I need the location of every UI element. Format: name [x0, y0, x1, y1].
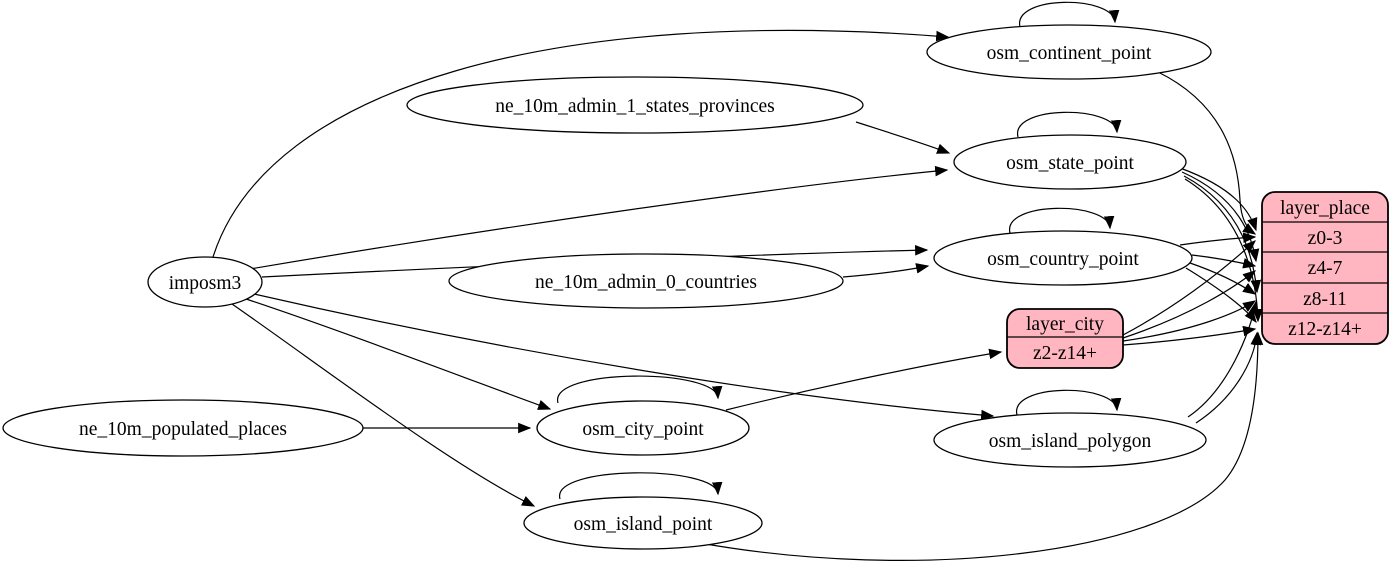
- node-imposm3: imposm3: [147, 256, 263, 308]
- edge-imposm3-to-osm-city-point: [242, 297, 552, 410]
- node-osm-city-point: osm_city_point: [536, 400, 750, 456]
- edge-imposm3-to-osm-island-point: [231, 303, 536, 507]
- osm-city-point-label: osm_city_point: [582, 419, 704, 440]
- osm-continent-point-label: osm_continent_point: [987, 43, 1152, 64]
- edge-imposm3-to-osm-state-point: [249, 165, 949, 270]
- edge-osm-state-point-to-layer-place-z0-3: [1179, 167, 1258, 232]
- ne-10m-populated-places-label: ne_10m_populated_places: [79, 419, 287, 440]
- self-loop-osm-island-point: [559, 472, 723, 500]
- osm-island-point-ellipse: [523, 496, 763, 550]
- layer-place-title: layer_place: [1280, 198, 1370, 219]
- edge-ne-10m-admin-1-states-provinces-to-osm-state-point: [855, 121, 951, 154]
- self-loop-osm-city-point: [557, 375, 723, 404]
- edge-layer-city-z2-z14-to-layer-place-z4-7: [1122, 270, 1257, 339]
- node-osm-island-polygon: osm_island_polygon: [933, 412, 1207, 468]
- edge-osm-country-point-to-layer-place-z0-3: [1179, 232, 1257, 246]
- ne-10m-admin-0-countries-label: ne_10m_admin_0_countries: [535, 272, 757, 293]
- node-ne-10m-populated-places: ne_10m_populated_places: [2, 399, 364, 457]
- self-loop-osm-country-point: [1009, 207, 1115, 234]
- edge-layer-city-z2-z14-to-layer-place-z8-11: [1122, 300, 1257, 342]
- edge-osm-country-point-to-layer-place-z12-z14: [1185, 267, 1257, 324]
- edge-osm-continent-point-to-layer-place-z0-3: [1157, 71, 1257, 235]
- edge-imposm3-to-osm-island-polygon: [253, 293, 995, 421]
- imposm3-label: imposm3: [169, 273, 242, 294]
- osm-city-point-ellipse: [536, 400, 750, 456]
- osm-island-point-label: osm_island_point: [574, 514, 713, 535]
- layer-place-row-z12-z14: z12-z14+: [1288, 319, 1362, 340]
- edge-imposm3-to-osm-continent-point: [212, 29, 950, 258]
- layer-city-title: layer_city: [1026, 314, 1104, 335]
- layer-place-row-z0-3: z0-3: [1308, 228, 1343, 249]
- node-osm-continent-point: osm_continent_point: [926, 24, 1212, 80]
- node-osm-island-point: osm_island_point: [523, 496, 763, 550]
- node-layer-place: layer_place z0-3 z4-7 z8-11 z12-z14+: [1261, 191, 1389, 345]
- layer-place-box: [1261, 191, 1389, 345]
- ne-10m-admin-0-countries-ellipse: [448, 253, 844, 309]
- self-loop-osm-state-point: [1017, 111, 1122, 138]
- edge-osm-island-point-to-layer-place-z12-z14: [699, 331, 1264, 561]
- layer-place-row-z8-11: z8-11: [1303, 289, 1347, 310]
- node-layer-city: layer_city z2-z14+: [1006, 308, 1124, 369]
- edge-layer-city-z2-z14-to-layer-place-z0-3: [1122, 240, 1256, 336]
- ne-10m-populated-places-ellipse: [2, 399, 364, 457]
- ne-10m-admin-1-states-provinces-label: ne_10m_admin_1_states_provinces: [495, 96, 774, 117]
- imposm3-ellipse: [147, 256, 263, 308]
- node-osm-state-point: osm_state_point: [953, 134, 1187, 190]
- osm-state-point-label: osm_state_point: [1006, 153, 1134, 174]
- osm-state-point-ellipse: [953, 134, 1187, 190]
- node-ne-10m-admin-1-states-provinces: ne_10m_admin_1_states_provinces: [406, 76, 864, 134]
- edge-osm-state-point-to-layer-place-z4-7: [1181, 171, 1260, 263]
- osm-continent-point-ellipse: [926, 24, 1212, 80]
- layer-city-box: [1006, 308, 1124, 369]
- self-loop-osm-continent-point: [1019, 1, 1120, 28]
- edge-ne-10m-admin-0-countries-to-osm-country-point: [842, 263, 930, 278]
- node-ne-10m-admin-0-countries: ne_10m_admin_0_countries: [448, 253, 844, 309]
- edge-osm-country-point-to-layer-place-z8-11: [1189, 262, 1257, 295]
- layer-place-row-z4-7: z4-7: [1308, 258, 1343, 279]
- ne-10m-admin-1-states-provinces-ellipse: [406, 76, 864, 134]
- edge-layer: [212, 1, 1264, 561]
- edge-osm-country-point-to-layer-place-z4-7: [1191, 254, 1257, 269]
- edge-layer-city-z2-z14-to-layer-place-z12-z14: [1122, 325, 1257, 346]
- osm-country-point-label: osm_country_point: [987, 249, 1139, 270]
- self-loop-osm-island-polygon: [1016, 389, 1122, 416]
- node-osm-country-point: osm_country_point: [933, 230, 1193, 286]
- osm-country-point-ellipse: [933, 230, 1193, 286]
- edge-osm-island-polygon-to-layer-place-z12-z14: [1195, 331, 1262, 424]
- edge-osm-state-point-to-layer-place-z12-z14: [1184, 178, 1263, 323]
- osm-island-polygon-label: osm_island_polygon: [989, 431, 1152, 452]
- edge-osm-island-polygon-to-layer-place-z8-11: [1187, 300, 1259, 418]
- edge-osm-city-point-to-layer-city-z2-z14: [725, 348, 1003, 411]
- osm-island-polygon-ellipse: [933, 412, 1207, 468]
- layer-city-row-z2-z14: z2-z14+: [1033, 343, 1097, 364]
